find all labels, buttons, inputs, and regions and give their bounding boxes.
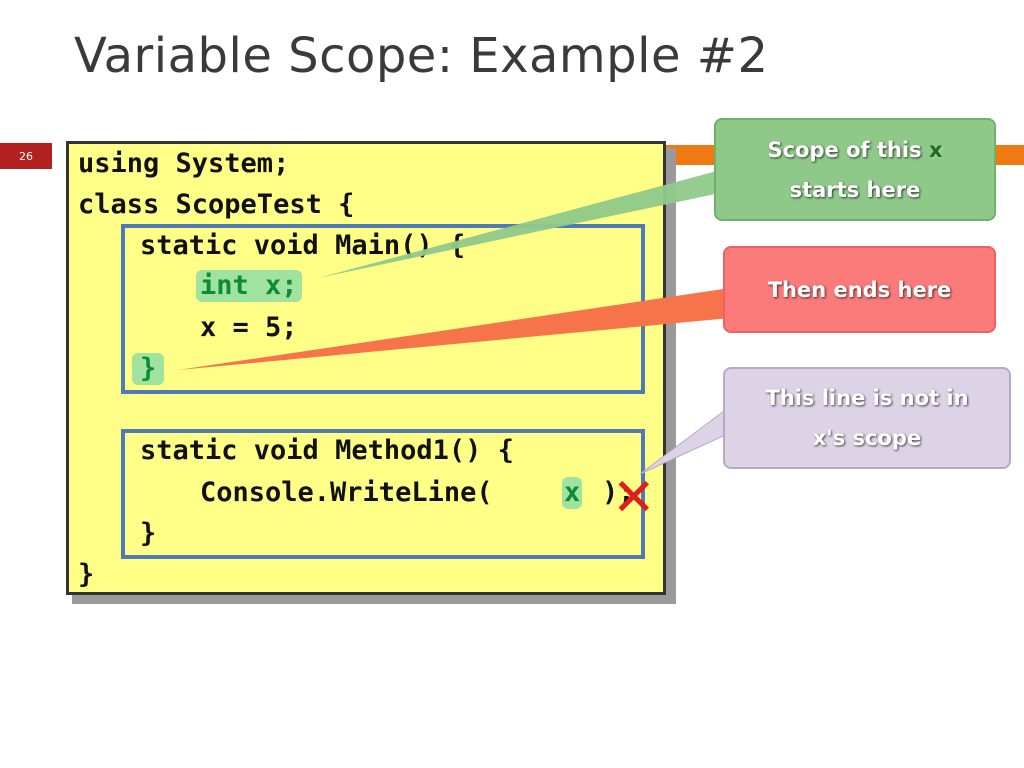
code-line-writeline-end: );	[602, 477, 635, 508]
code-line-method1-signature: static void Method1() {	[140, 435, 514, 466]
code-line-class-close: }	[78, 559, 95, 590]
scope-start-suffix: starts here	[789, 177, 921, 202]
code-token-x-out-of-scope: x	[562, 477, 583, 509]
not-in-scope-line-1: This line is not in	[765, 386, 969, 410]
code-line-assignment: x = 5;	[200, 312, 298, 343]
page-number: 26	[0, 143, 52, 169]
code-line-writeline: Console.WriteLine(	[200, 477, 493, 508]
code-line-using: using System;	[78, 148, 290, 179]
scope-end-text: Then ends here	[767, 277, 952, 302]
slide-title: Variable Scope: Example #2	[74, 28, 769, 84]
code-line-method1-close: }	[140, 518, 157, 549]
green-callout-pointer	[318, 168, 734, 278]
method1-scope-box	[121, 429, 645, 559]
scope-start-prefix: Scope of this	[767, 137, 929, 162]
code-line-declaration: int x;	[196, 270, 302, 302]
purple-callout-pointer	[639, 407, 733, 475]
code-line-main-signature: static void Main() {	[140, 230, 466, 261]
code-line-class: class ScopeTest {	[78, 189, 355, 220]
code-line-main-close: }	[132, 353, 165, 385]
not-in-scope-line-2: x's scope	[812, 426, 922, 450]
not-in-scope-mark: ✕	[612, 468, 656, 528]
scope-start-variable: x	[928, 137, 943, 162]
scope-end-callout: Then ends here	[723, 246, 996, 333]
scope-start-callout: Scope of this x starts here	[714, 118, 996, 221]
not-in-scope-callout: This line is not in x's scope	[723, 367, 1011, 469]
red-callout-pointer	[178, 288, 730, 370]
